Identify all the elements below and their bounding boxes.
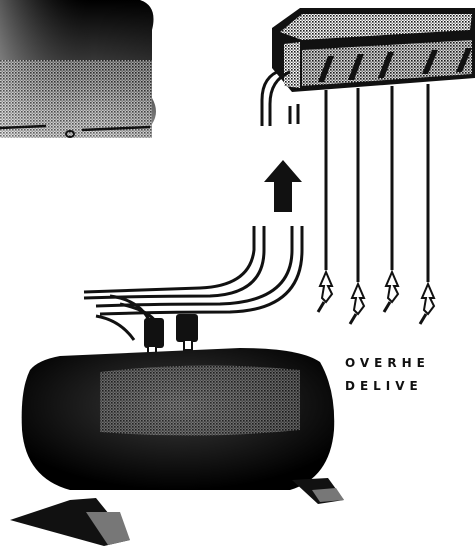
air-receiver-tank-icon — [10, 348, 344, 546]
grease-gun-nozzle-icon — [318, 272, 434, 324]
caption-line-2: DELIVE — [345, 379, 423, 393]
flow-arrow-icon — [264, 160, 302, 212]
overhead-tank-icon — [0, 0, 175, 170]
caption-line-1: OVERHE — [345, 356, 430, 370]
overhead-manifold-icon — [262, 8, 475, 126]
pump-units — [144, 314, 198, 356]
delivery-lines — [326, 84, 428, 282]
